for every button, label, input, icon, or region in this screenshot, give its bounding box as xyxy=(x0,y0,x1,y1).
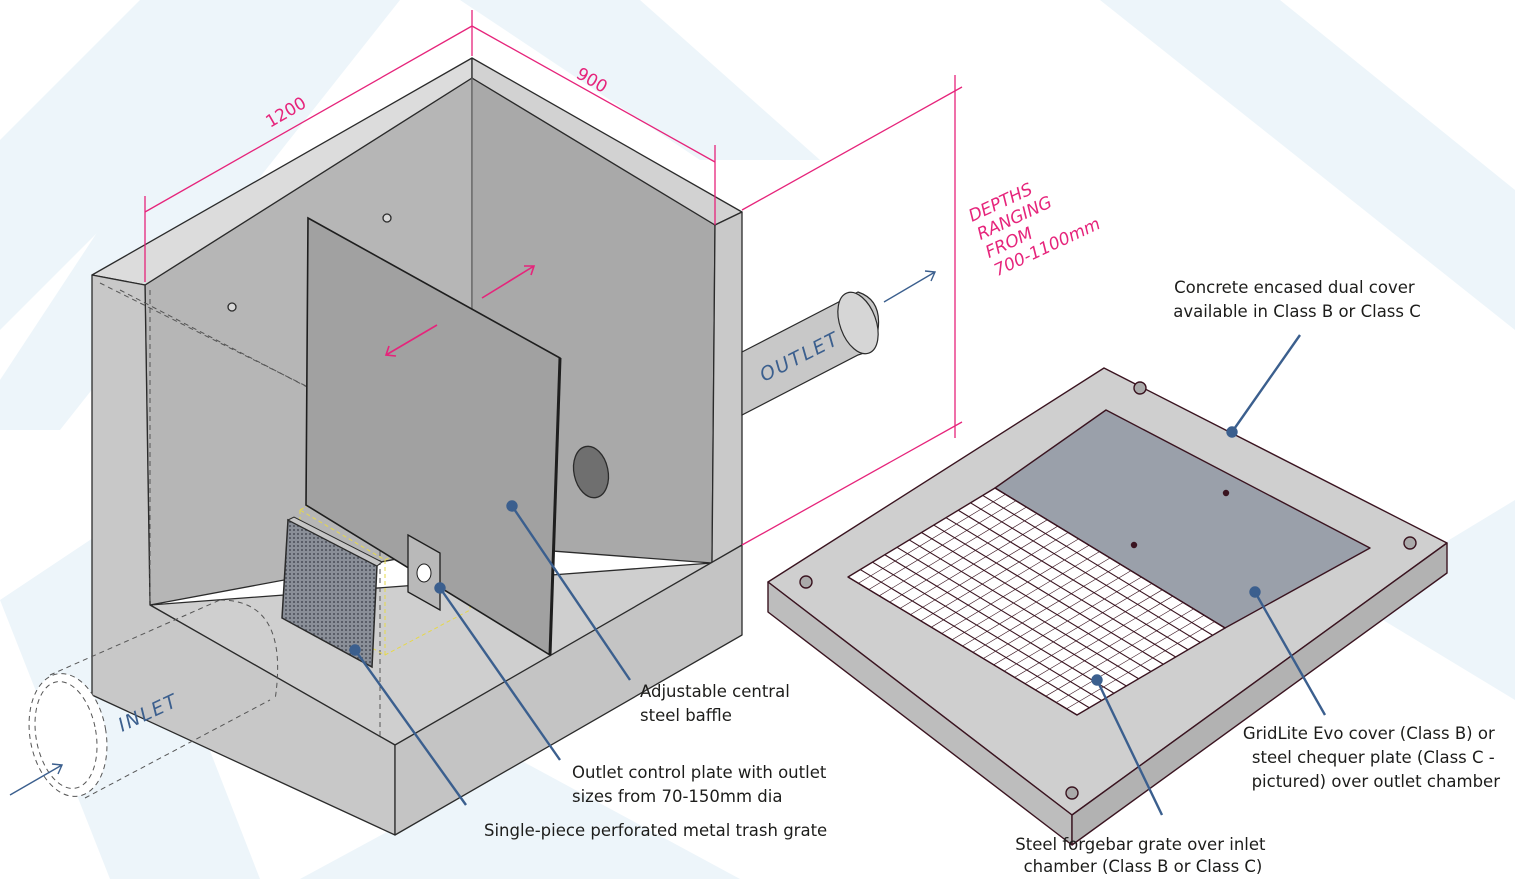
grate-crossbar xyxy=(899,519,1048,609)
grate-crossbar xyxy=(1035,602,1184,691)
grate-crossbar xyxy=(1056,615,1205,703)
callout-trash-grate: Single-piece perforated metal trash grat… xyxy=(484,821,827,840)
callout-gridlite-line-1: GridLite Evo cover (Class B) or xyxy=(1243,724,1495,743)
callout-gridlite-line-2: steel chequer plate (Class C - xyxy=(1252,748,1495,767)
callout-gridlite: GridLite Evo cover (Class B) or steel ch… xyxy=(1243,724,1500,791)
grate-crossbar xyxy=(858,494,1006,584)
callout-trash-grate-line-1: Single-piece perforated metal trash grat… xyxy=(484,821,827,840)
callout-control-plate: Outlet control plate with outlet sizes f… xyxy=(572,763,832,806)
grate-crossbar xyxy=(972,564,1121,653)
grate-crossbar xyxy=(879,506,1027,597)
callout-forgebar-line-2: chamber (Class B or Class C) xyxy=(1024,857,1263,876)
inlet-flow-arrow xyxy=(9,763,64,796)
right-wall-face xyxy=(711,211,743,564)
callout-baffle-line-2: steel baffle xyxy=(640,706,732,725)
front-wall xyxy=(394,544,743,836)
grate-crossbar xyxy=(931,538,1079,628)
inlet-pipe xyxy=(28,599,271,799)
grate-crossbar xyxy=(1003,583,1152,672)
outlet-flow-arrow xyxy=(883,270,937,303)
callout-control-plate-line-2: sizes from 70-150mm dia xyxy=(572,787,782,806)
outlet-pipe xyxy=(741,291,880,416)
grate-crossbar xyxy=(920,532,1069,622)
grate-crossbar xyxy=(889,513,1037,603)
grate-crossbar xyxy=(993,576,1142,666)
dim-depth: DEPTHS RANGING FROM 700-1100mm xyxy=(966,180,1104,281)
callout-forgebar: Steel forgebar grate over inlet chamber … xyxy=(1015,835,1270,876)
baffle-adjust-arrows xyxy=(384,265,536,357)
callout-dual-cover: Concrete encased dual cover available in… xyxy=(1173,278,1421,321)
grate-crossbar xyxy=(1066,621,1215,709)
grate-crossbar xyxy=(951,551,1100,640)
grate-crossbar xyxy=(1045,608,1194,697)
grate-crossbar xyxy=(983,570,1132,659)
inlet-pipe-end xyxy=(219,599,279,701)
grate-crossbar xyxy=(962,557,1111,647)
grate-crossbar xyxy=(910,525,1058,615)
grate-crossbar xyxy=(1024,595,1173,684)
callout-dual-cover-line-1: Concrete encased dual cover xyxy=(1174,278,1415,297)
callout-dual-cover-line-2: available in Class B or Class C xyxy=(1173,302,1421,321)
grate-crossbar xyxy=(1014,589,1163,678)
callout-control-plate-line-1: Outlet control plate with outlet xyxy=(572,763,827,782)
grate-crossbar xyxy=(868,500,1017,590)
grate-crossbar xyxy=(941,545,1090,634)
callout-forgebar-line-1: Steel forgebar grate over inlet xyxy=(1015,835,1266,854)
cover-side-right xyxy=(1071,542,1448,846)
forgebar-grate-bars xyxy=(847,487,1226,716)
outlet-control-plate xyxy=(407,533,441,612)
callout-gridlite-line-3: pictured) over outlet chamber xyxy=(1252,772,1501,791)
dimension-lines xyxy=(144,10,963,546)
callout-baffle-line-1: Adjustable central xyxy=(640,682,790,701)
callout-leaders xyxy=(349,334,1327,816)
callout-baffle: Adjustable central steel baffle xyxy=(640,682,795,725)
perforated-trash-grate xyxy=(281,516,383,669)
